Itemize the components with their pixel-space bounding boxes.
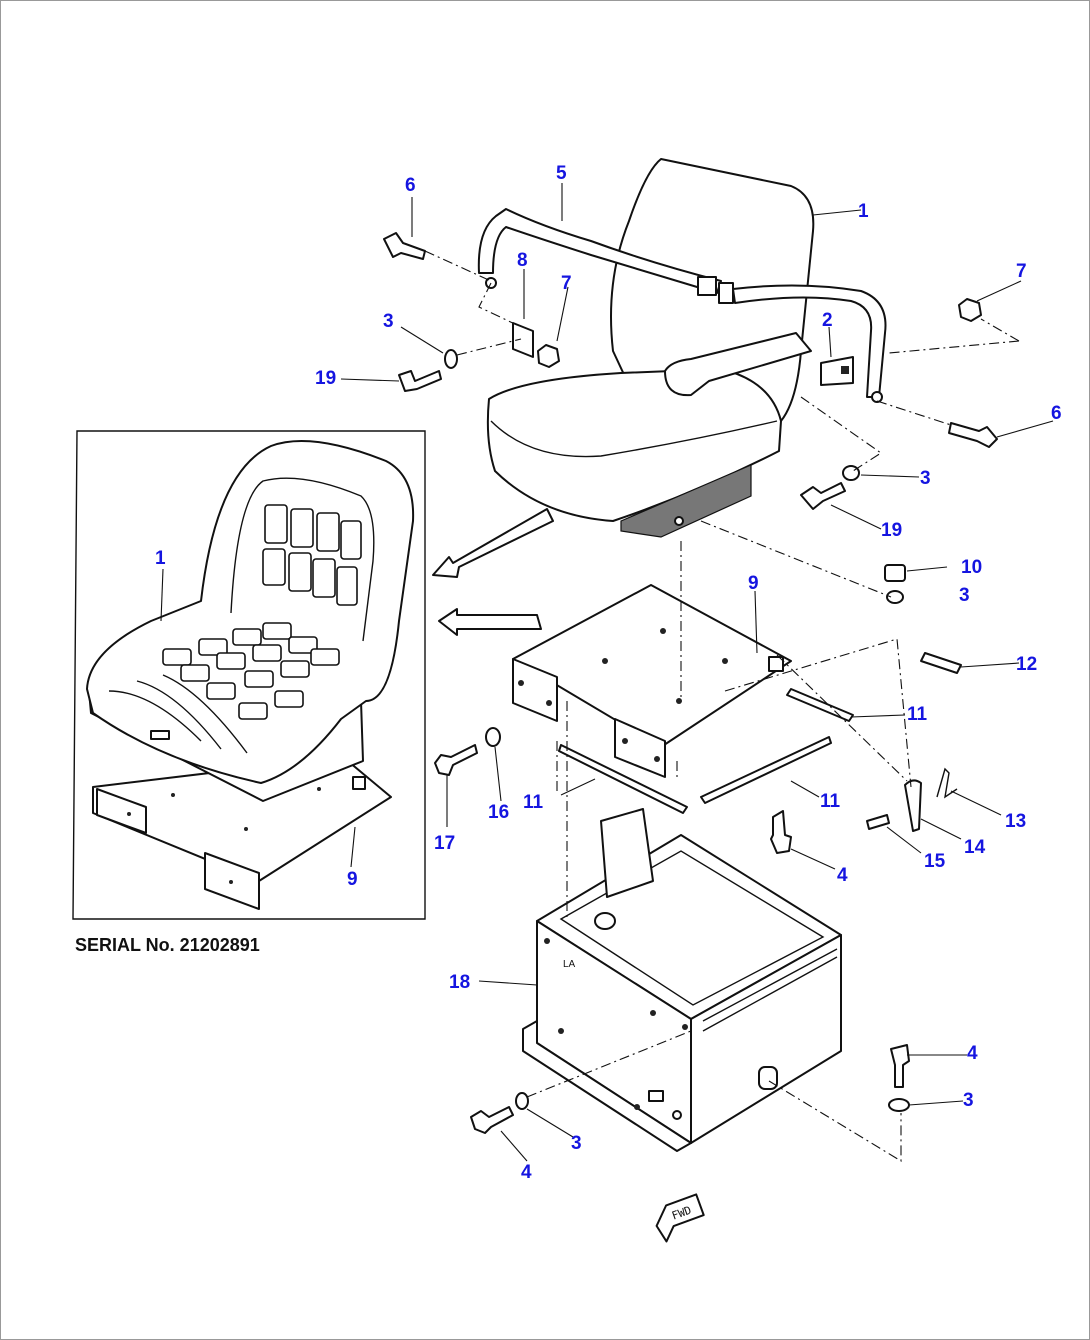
pin-15 (866, 814, 890, 830)
callout-3-washer: 3 (571, 1133, 582, 1154)
lever-14 (904, 779, 922, 832)
spring-13 (936, 767, 958, 799)
inset-frame (72, 430, 426, 920)
bolt-17 (434, 744, 478, 776)
callout-11-strip: 11 (907, 704, 928, 725)
bolt-6-right (948, 422, 998, 448)
callout-10-nut: 10 (961, 557, 982, 578)
seat-belt (477, 208, 887, 403)
inset-callout-1-seat: 1 (155, 548, 166, 569)
callout-7-nut: 7 (561, 273, 572, 294)
nut-7-right (958, 298, 982, 322)
callout-11-strip: 11 (820, 791, 841, 812)
callout-6-bolt: 6 (405, 175, 416, 196)
callouts: 1 2 3 3 3 3 3 4 4 4 5 6 6 7 7 8 9 10 11 … (155, 163, 1062, 1183)
callout-9-plate: 9 (748, 573, 759, 594)
bolt-19-right (800, 482, 846, 510)
callout-15-pin: 15 (924, 851, 946, 872)
callout-3-washer: 3 (959, 585, 970, 606)
bolt-4-left (470, 1092, 529, 1134)
callout-5-belt: 5 (556, 163, 567, 184)
callout-3-washer: 3 (963, 1090, 974, 1111)
callout-18-box: 18 (449, 972, 470, 993)
callout-4-bolt: 4 (521, 1162, 532, 1183)
callout-19-bolt: 19 (315, 368, 336, 389)
inset-panel: SERIAL No. 21202891 (72, 430, 426, 955)
pin-12 (920, 652, 962, 674)
bolt-6-left (383, 232, 426, 260)
bolt-4-right (888, 1044, 910, 1112)
washer-3-left (444, 349, 458, 369)
callout-1-seat: 1 (858, 201, 869, 222)
callout-3-washer: 3 (920, 468, 931, 489)
washer-16 (485, 727, 501, 747)
fwd-arrow: FWD (655, 1193, 705, 1243)
callout-4-bolt: 4 (837, 865, 848, 886)
bolt-19-left (398, 370, 442, 392)
inset-callout-9-plate: 9 (347, 869, 358, 890)
svg-text:LA: LA (563, 959, 576, 970)
nut-7-left (537, 344, 560, 368)
seat-mounting-plate (512, 584, 792, 778)
fwd-label: FWD (670, 1204, 693, 1223)
belt-bracket-left (512, 322, 534, 358)
callout-4-bolt: 4 (967, 1043, 978, 1064)
callout-12-pin: 12 (1016, 654, 1037, 675)
nut-10 (884, 564, 906, 604)
seat-box: LA (522, 808, 842, 1152)
callout-11-strip: 11 (523, 792, 544, 813)
callout-8-bracket: 8 (517, 250, 528, 271)
serial-number-note: SERIAL No. 21202891 (75, 935, 260, 955)
callout-16-washer: 16 (488, 802, 509, 823)
armrest (664, 332, 812, 397)
leader-lines (160, 183, 1054, 1162)
callout-19-bolt: 19 (881, 520, 902, 541)
belt-bracket-right (820, 356, 854, 386)
callout-13-spring: 13 (1005, 811, 1026, 832)
inset-molded-seat (86, 440, 415, 802)
callout-14-lever: 14 (964, 837, 986, 858)
callout-2-bracket: 2 (822, 310, 833, 331)
callout-7-nut: 7 (1016, 261, 1027, 282)
bolt-4-top (770, 810, 792, 854)
callout-3-washer: 3 (383, 311, 394, 332)
callout-17-bolt: 17 (434, 833, 455, 854)
callout-6-bolt: 6 (1051, 403, 1062, 424)
inset-reference-arrows (432, 508, 554, 636)
